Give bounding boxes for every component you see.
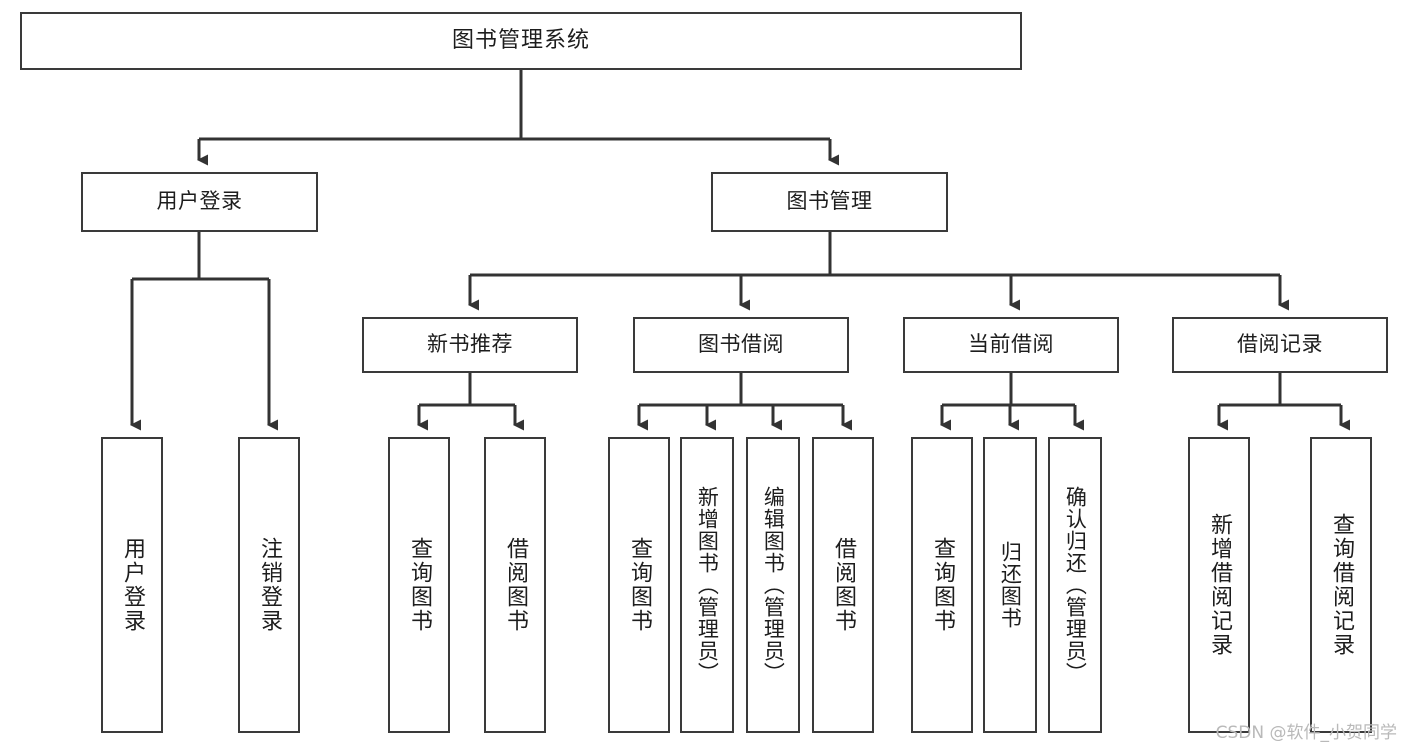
leaf-return-book[interactable]: 归还图书 — [983, 437, 1037, 733]
node-label: 归还图书 — [998, 541, 1023, 629]
node-label: 查询图书 — [406, 537, 432, 633]
node-label: 查询图书 — [929, 537, 955, 633]
node-borrow-record[interactable]: 借阅记录 — [1172, 317, 1388, 373]
leaf-edit-book-admin[interactable]: 编辑图书（管理员） — [746, 437, 800, 733]
leaf-query-book-recommend[interactable]: 查询图书 — [388, 437, 450, 733]
leaf-query-book-current[interactable]: 查询图书 — [911, 437, 973, 733]
leaf-borrow-book-recommend[interactable]: 借阅图书 — [484, 437, 546, 733]
node-label: 查询借阅记录 — [1328, 513, 1354, 657]
leaf-query-book-borrow[interactable]: 查询图书 — [608, 437, 670, 733]
node-label: 当前借阅 — [968, 332, 1054, 357]
node-label: 借阅图书 — [502, 537, 528, 633]
node-label: 借阅记录 — [1237, 332, 1323, 357]
node-book-management[interactable]: 图书管理 — [711, 172, 948, 232]
leaf-user-login[interactable]: 用户登录 — [101, 437, 163, 733]
leaf-add-borrow-record[interactable]: 新增借阅记录 — [1188, 437, 1250, 733]
node-label: 图书借阅 — [698, 332, 784, 357]
node-new-book-recommend[interactable]: 新书推荐 — [362, 317, 578, 373]
node-label: 新增借阅记录 — [1206, 513, 1232, 657]
leaf-query-borrow-record[interactable]: 查询借阅记录 — [1310, 437, 1372, 733]
node-root-system[interactable]: 图书管理系统 — [20, 12, 1022, 70]
node-label: 用户登录 — [156, 189, 243, 214]
node-label: 确认归还（管理员） — [1063, 486, 1088, 684]
node-label: 注销登录 — [256, 537, 282, 633]
node-book-borrow[interactable]: 图书借阅 — [633, 317, 849, 373]
node-label: 图书管理系统 — [451, 27, 590, 53]
node-label: 新书推荐 — [427, 332, 513, 357]
node-current-borrow[interactable]: 当前借阅 — [903, 317, 1119, 373]
leaf-logout[interactable]: 注销登录 — [238, 437, 300, 733]
leaf-borrow-book[interactable]: 借阅图书 — [812, 437, 874, 733]
node-label: 图书管理 — [786, 189, 873, 214]
node-label: 用户登录 — [119, 537, 145, 633]
node-label: 新增图书（管理员） — [695, 486, 720, 684]
leaf-add-book-admin[interactable]: 新增图书（管理员） — [680, 437, 734, 733]
watermark-text: CSDN @软件_小贺同学 — [1215, 723, 1397, 743]
leaf-confirm-return-admin[interactable]: 确认归还（管理员） — [1048, 437, 1102, 733]
node-user-login[interactable]: 用户登录 — [81, 172, 318, 232]
node-label: 查询图书 — [626, 537, 652, 633]
node-label: 编辑图书（管理员） — [761, 486, 786, 684]
node-label: 借阅图书 — [830, 537, 856, 633]
